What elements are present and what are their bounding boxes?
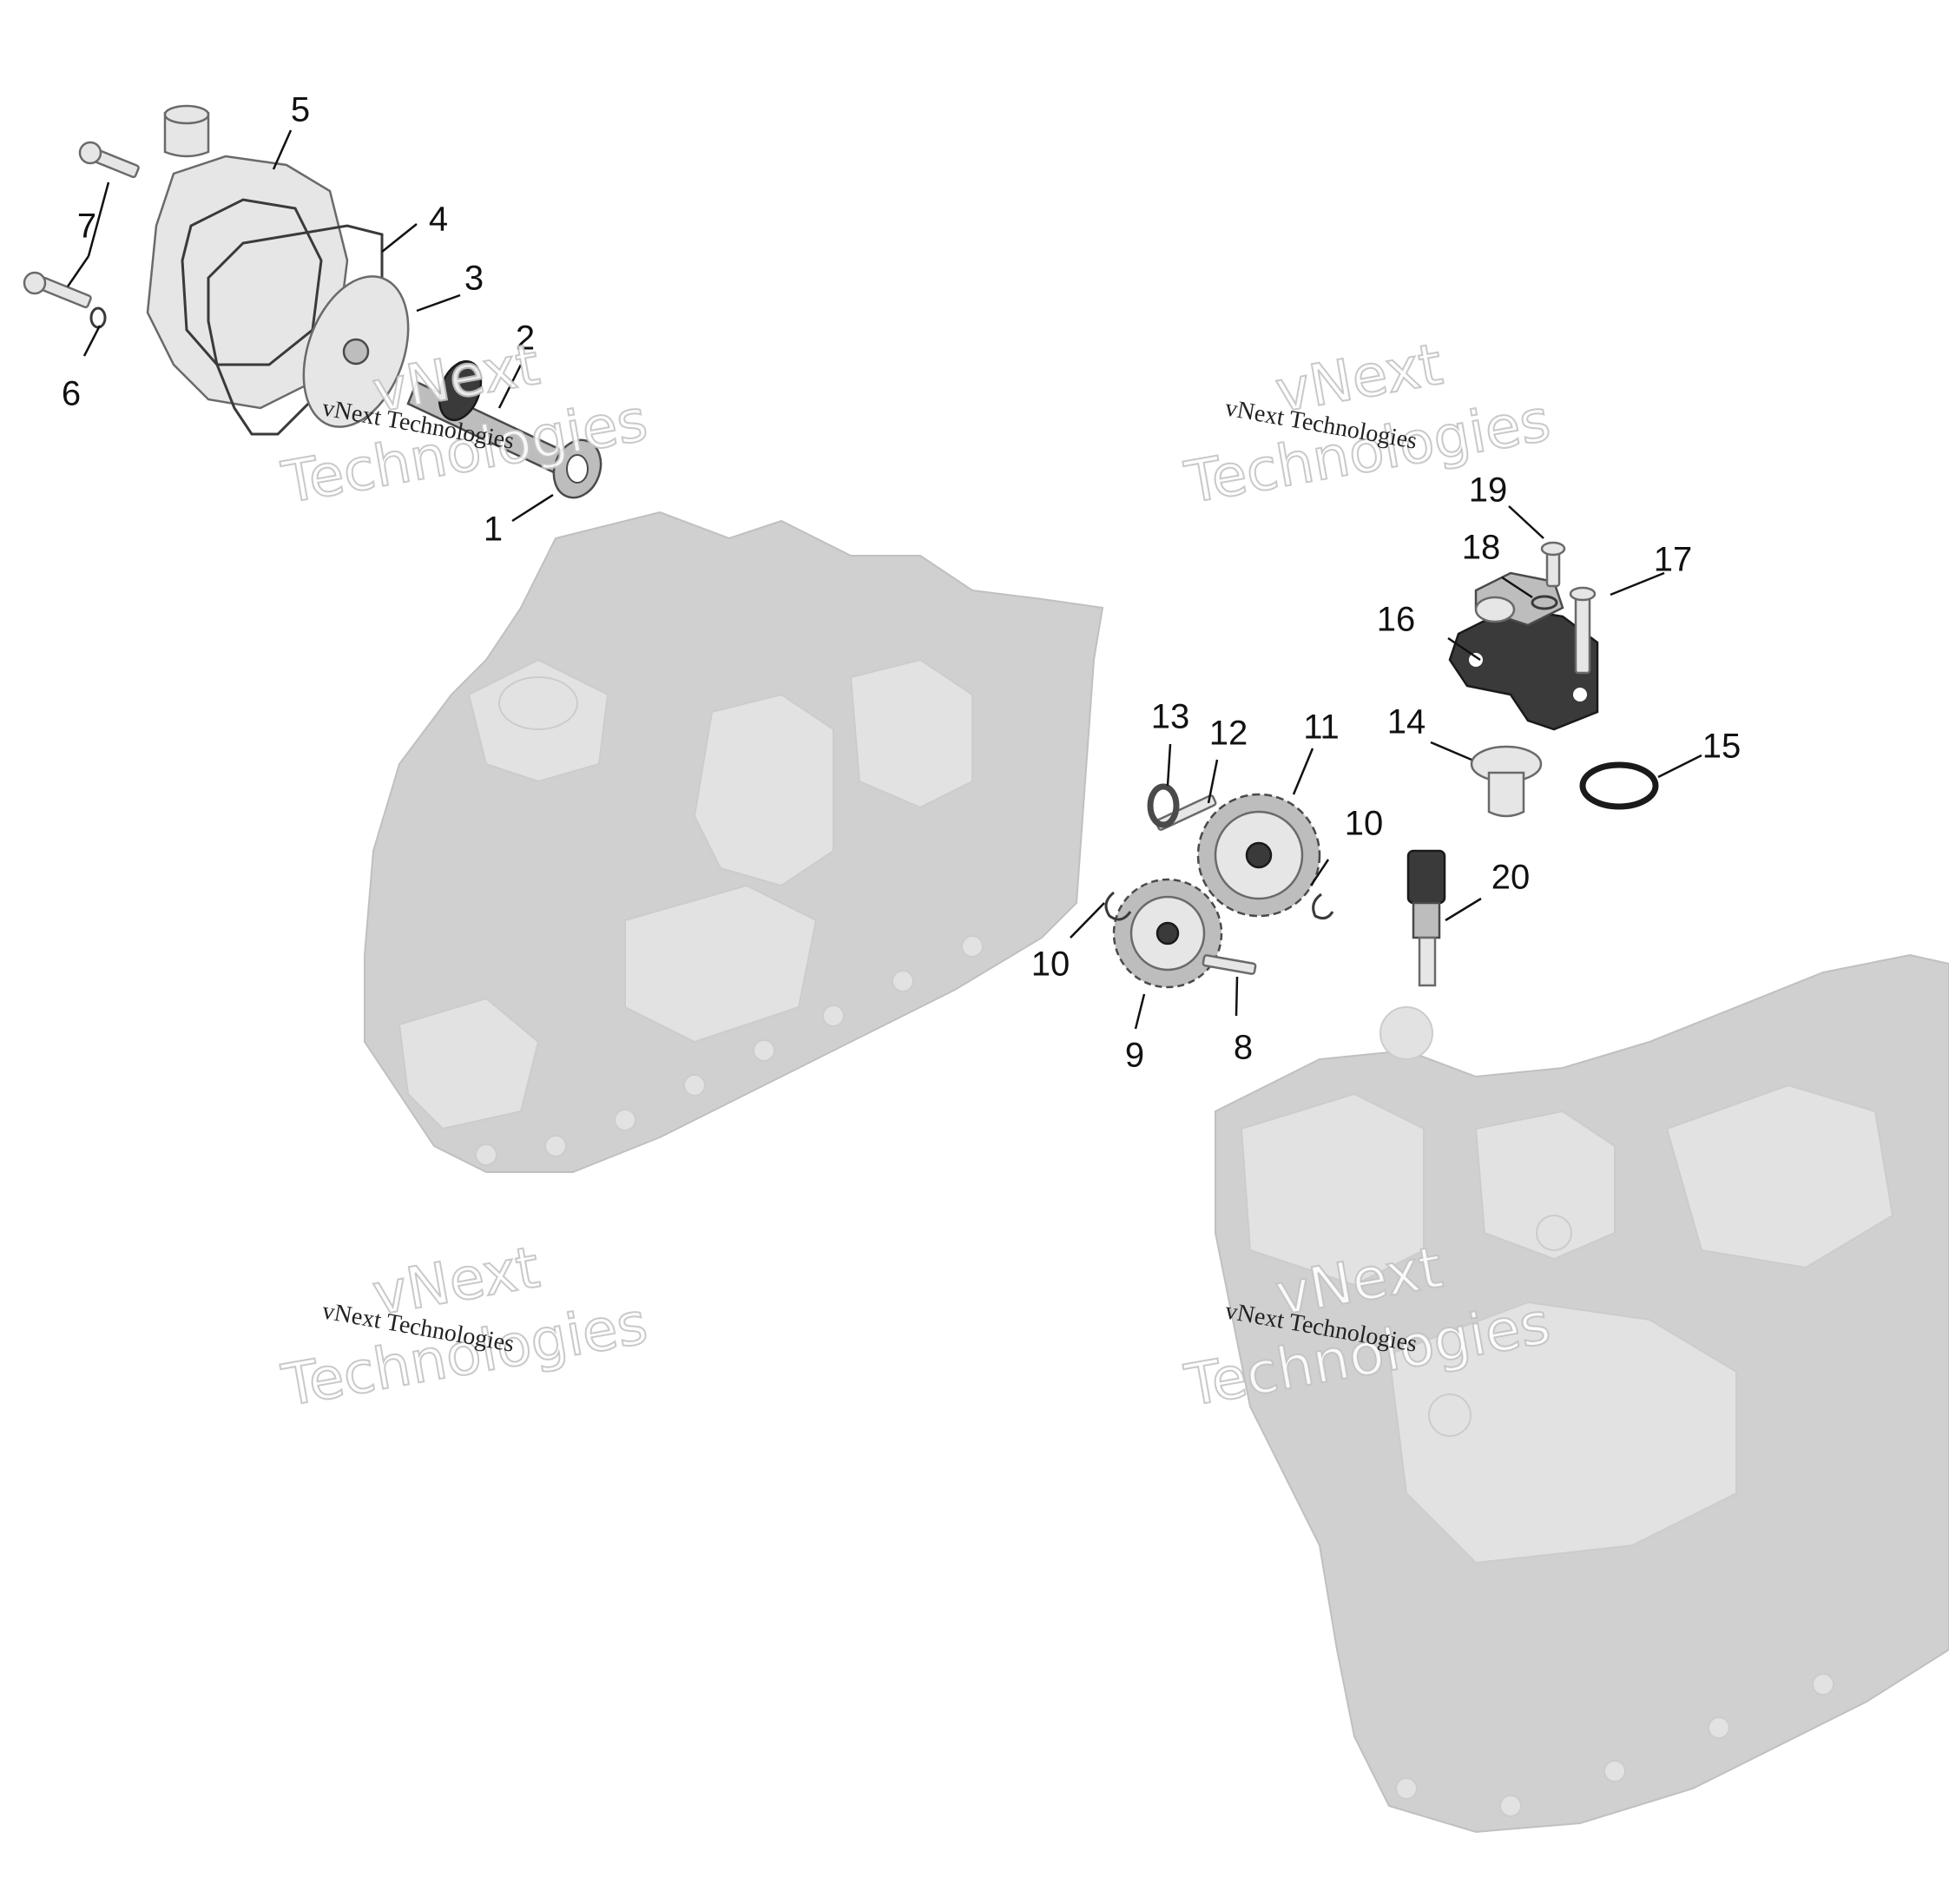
callout-20: 20	[1491, 859, 1531, 897]
callout-17: 17	[1654, 541, 1693, 579]
callout-3: 3	[464, 260, 484, 298]
callout-4: 4	[429, 201, 448, 239]
leader-lines	[66, 129, 1702, 1030]
cover-bolt-upper	[78, 141, 140, 179]
housing-bolt-short	[1540, 541, 1566, 588]
shaft-seal	[552, 438, 602, 499]
water-pump-housing	[146, 104, 349, 410]
large-gear	[1196, 793, 1321, 918]
circlip-left	[1104, 891, 1132, 921]
callout-15: 15	[1702, 728, 1742, 766]
callout-7: 7	[77, 208, 96, 246]
thrust-washer	[1147, 783, 1180, 828]
callout-labels: 1 2 3 4 5 6 7 8 9 10 10 11 12 13 14 15 1…	[62, 91, 1741, 1075]
engine-case-ghost-right	[1215, 953, 1949, 1834]
thermostat	[1470, 745, 1543, 818]
housing-washer	[1531, 595, 1558, 610]
thermostat-o-ring	[1579, 761, 1659, 810]
callout-12: 12	[1209, 715, 1248, 753]
washer-small	[89, 306, 107, 329]
callout-10-left: 10	[1031, 945, 1070, 984]
cover-bolt-lower	[23, 271, 92, 309]
callout-6: 6	[62, 375, 81, 413]
callout-11: 11	[1303, 708, 1340, 747]
impeller	[302, 275, 410, 428]
engine-case-ghost-left	[364, 511, 1104, 1173]
callout-19: 19	[1469, 471, 1508, 510]
callout-5: 5	[291, 91, 310, 129]
callout-14: 14	[1387, 703, 1426, 741]
temperature-sensor	[1406, 849, 1446, 987]
small-gear	[1112, 878, 1223, 989]
callout-18: 18	[1462, 529, 1501, 567]
thermostat-housing	[1448, 571, 1599, 731]
callout-2: 2	[516, 320, 535, 358]
callout-16: 16	[1377, 601, 1416, 639]
housing-bolt-long	[1569, 586, 1597, 675]
callout-10-right: 10	[1345, 805, 1384, 843]
callout-13: 13	[1151, 698, 1190, 736]
pump-shaft	[406, 360, 566, 475]
callout-8: 8	[1234, 1029, 1253, 1067]
callout-9: 9	[1125, 1037, 1144, 1075]
circlip-right	[1312, 893, 1334, 920]
gear-pin	[1202, 954, 1257, 975]
callout-1: 1	[484, 511, 503, 549]
